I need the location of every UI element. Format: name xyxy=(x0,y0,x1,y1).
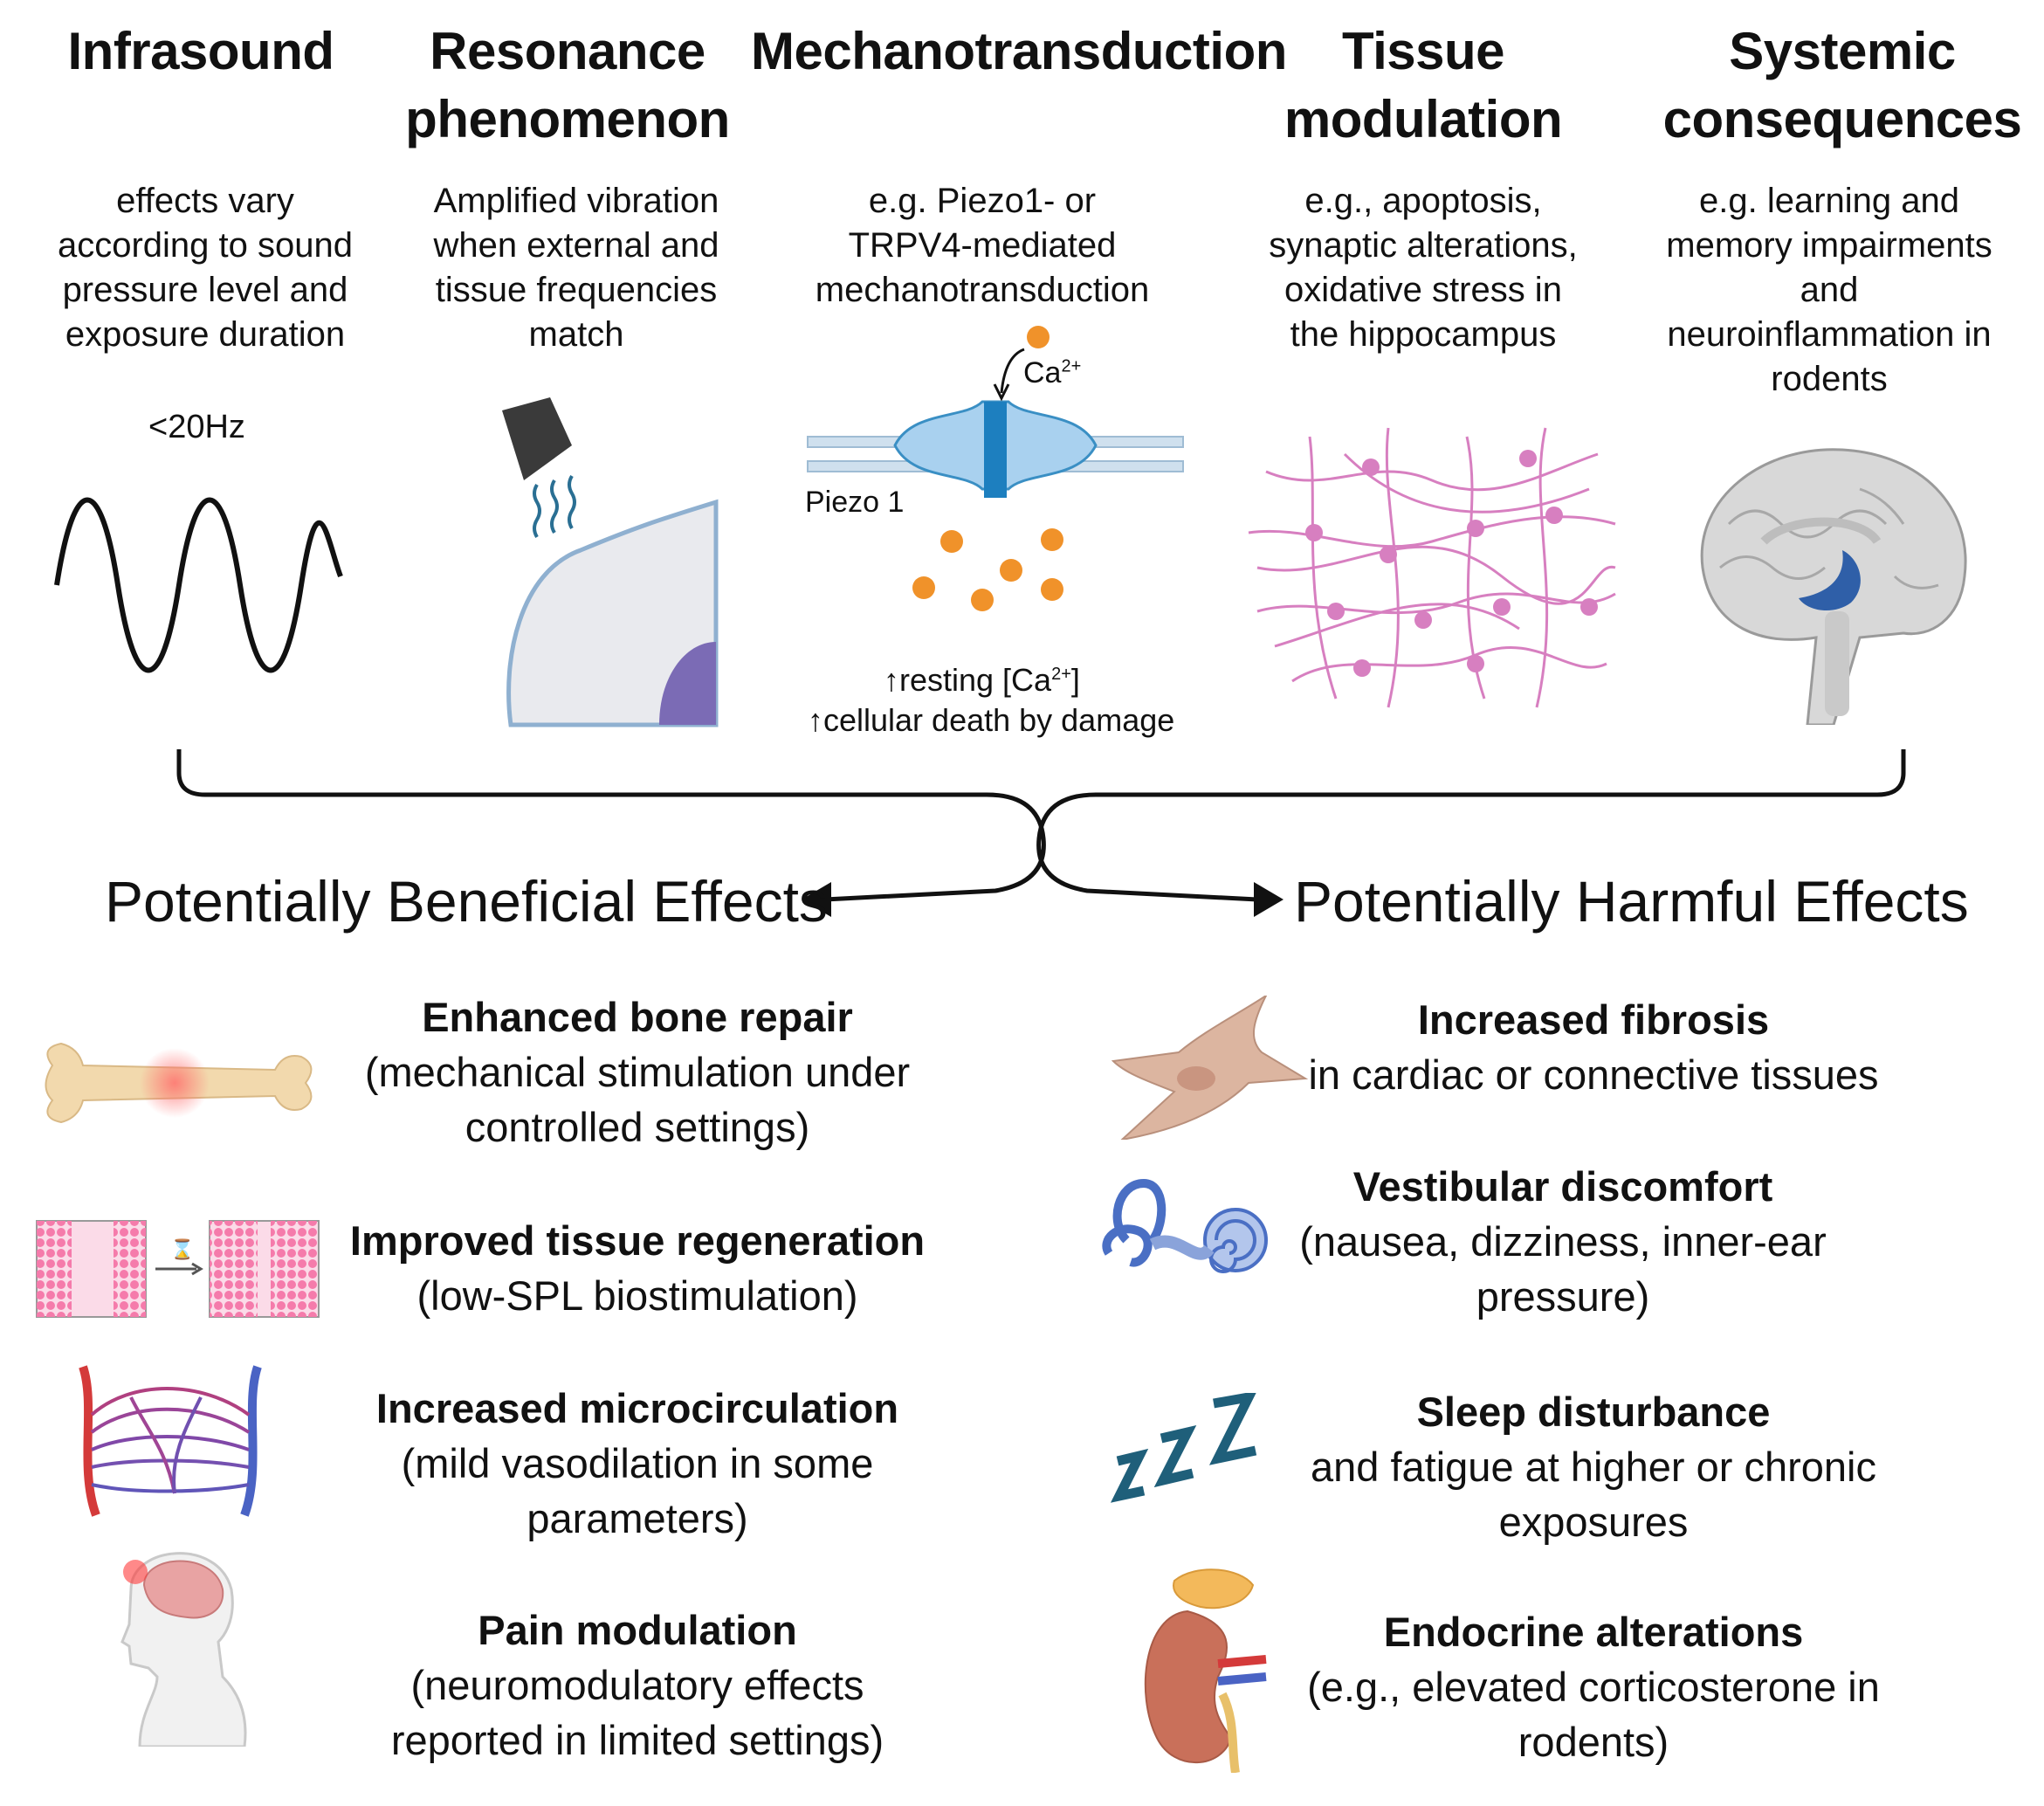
harmful-effect-sleep: Sleep disturbance and fatigue at higher … xyxy=(1311,1389,1876,1545)
piezo-ion-label: Ca2+ xyxy=(1023,356,1082,389)
harmful-heading: Potentially Harmful Effects xyxy=(1294,869,1969,934)
sine-wave-icon xyxy=(54,497,343,673)
harmful-effect-endocrine: Endocrine alterations (e.g., elevated co… xyxy=(1307,1609,1880,1765)
capillary-network-icon xyxy=(79,1365,262,1517)
tissue-regeneration-icon: ⌛ xyxy=(36,1220,320,1318)
fibroblast-icon xyxy=(1111,996,1309,1140)
infrasound-freq-label: <20Hz xyxy=(148,409,245,445)
beneficial-effect-microcirculation: Increased microcirculation (mild vasodil… xyxy=(375,1385,899,1541)
stage-title-mechanotransduction: Mechanotransduction xyxy=(751,22,1287,80)
harmful-effect-vestibular: Vestibular discomfort (nausea, dizziness… xyxy=(1299,1163,1827,1320)
beneficial-effect-bone: Enhanced bone repair (mechanical stimula… xyxy=(364,994,911,1150)
piezo-effect-line2: ↑cellular death by damage xyxy=(808,702,1175,738)
beneficial-effect-pain: Pain modulation (neuromodulatory effects… xyxy=(390,1607,884,1763)
stage-desc-systemic: e.g. learning and memory impairments and… xyxy=(1666,182,1992,398)
up-arrow-icon: ↑ xyxy=(808,702,823,738)
up-arrow-icon: ↑ xyxy=(884,662,899,698)
beneficial-heading: Potentially Beneficial Effects xyxy=(105,869,828,934)
kidney-adrenal-icon xyxy=(1144,1568,1267,1773)
head-brain-icon xyxy=(120,1552,247,1747)
stage-desc-infrasound: effects vary according to sound pressure… xyxy=(57,182,353,354)
stage-desc-tissue-modulation: e.g., apoptosis, synaptic alterations, o… xyxy=(1269,182,1578,354)
piezo-channel-icon xyxy=(807,326,1184,611)
stage-title-resonance: Resonance phenomenon xyxy=(405,22,730,148)
harmful-effect-fibrosis: Increased fibrosis in cardiac or connect… xyxy=(1308,996,1879,1098)
beneficial-effect-tissue: Improved tissue regeneration (low-SPL bi… xyxy=(349,1217,926,1319)
neuron-network-icon xyxy=(1248,427,1616,708)
stage-title-tissue-modulation: Tissue modulation xyxy=(1284,22,1563,148)
bone-icon xyxy=(45,1042,313,1124)
svg-text:⌛: ⌛ xyxy=(170,1238,194,1260)
piezo-effect-line1: ↑resting [Ca2+] xyxy=(884,662,1080,698)
stage-desc-mechanotransduction: e.g. Piezo1- or TRPV4-mediated mechanotr… xyxy=(815,182,1150,309)
stage-title-systemic: Systemic consequences xyxy=(1662,22,2022,148)
sleep-zzz-icon xyxy=(1110,1393,1257,1503)
brain-hippocampus-icon xyxy=(1700,448,1967,725)
inner-ear-icon xyxy=(1102,1178,1268,1273)
speaker-cell-icon xyxy=(502,397,719,727)
piezo-channel-label: Piezo 1 xyxy=(805,486,905,519)
stage-title-infrasound: Infrasound xyxy=(67,22,335,80)
stage-desc-resonance: Amplified vibration when external and ti… xyxy=(433,182,719,354)
flow-bracket xyxy=(176,749,1906,917)
